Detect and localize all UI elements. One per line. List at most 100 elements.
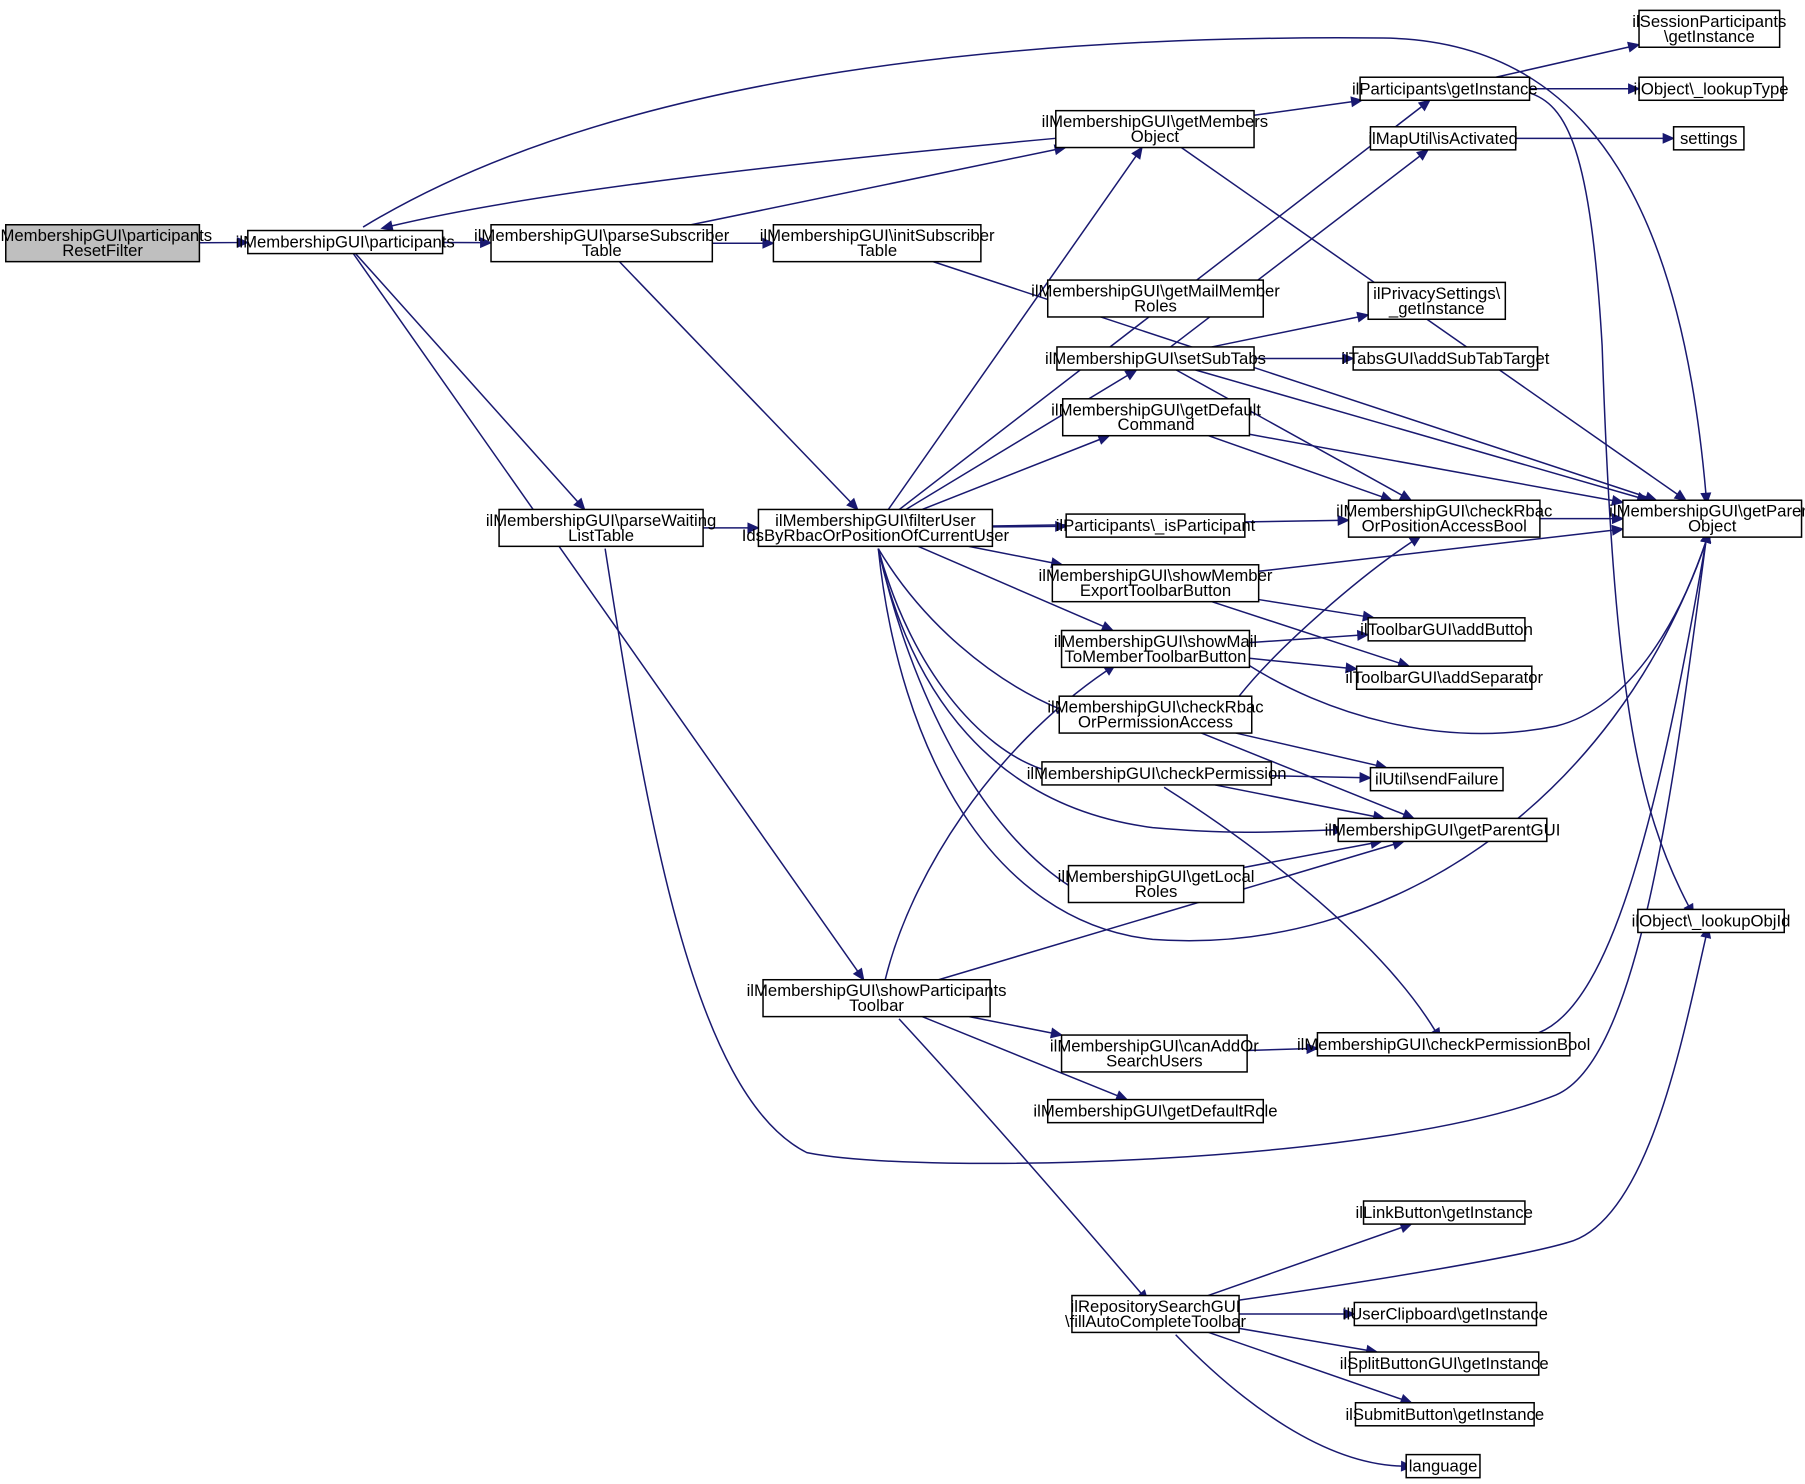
node-linkButton[interactable]: ilLinkButton\getInstance bbox=[1356, 1200, 1533, 1225]
node-setSubTabs[interactable]: ilMembershipGUI\setSubTabs bbox=[1045, 346, 1266, 371]
edge-line bbox=[1195, 369, 1639, 499]
edge-repoSearch-to-linkButton bbox=[1207, 1222, 1413, 1297]
node-label: ilObject\_lookupType bbox=[1634, 79, 1789, 98]
node-box bbox=[1051, 564, 1260, 603]
node-language[interactable]: language bbox=[1405, 1453, 1481, 1479]
node-box bbox=[1352, 346, 1539, 371]
node-lookupObjId[interactable]: ilObject\_lookupObjId bbox=[1632, 908, 1791, 934]
edge-checkPermBool-to-getParentObject bbox=[1538, 530, 1712, 1034]
edge-showMail-to-addButton bbox=[1249, 629, 1370, 644]
node-getParentGUI[interactable]: ilMembershipGUI\getParentGUI bbox=[1325, 817, 1561, 843]
node-label: Object bbox=[1131, 127, 1180, 146]
node-showMail[interactable]: ilMembershipGUI\showMailToMemberToolbarB… bbox=[1054, 629, 1257, 669]
node-checkPermission[interactable]: ilMembershipGUI\checkPermission bbox=[1027, 761, 1287, 786]
node-participants[interactable]: ilMembershipGUI\participants bbox=[236, 229, 455, 255]
node-label: settings bbox=[1680, 129, 1738, 148]
node-label: ilSplitButtonGUI\getInstance bbox=[1340, 1354, 1549, 1373]
node-box bbox=[1058, 695, 1253, 734]
edge-arrowhead bbox=[1306, 1043, 1319, 1055]
node-box bbox=[1672, 126, 1745, 151]
node-label: \getInstance bbox=[1664, 27, 1755, 46]
node-label: ExportToolbarButton bbox=[1080, 581, 1231, 600]
edge-line bbox=[1211, 600, 1400, 664]
node-partGetInstance[interactable]: ilParticipants\getInstance bbox=[1352, 76, 1538, 102]
node-checkRbacPerm[interactable]: ilMembershipGUI\checkRbacOrPermissionAcc… bbox=[1047, 695, 1264, 734]
node-isParticipant[interactable]: ilParticipants\_isParticipant bbox=[1056, 513, 1256, 538]
edge-participants-to-getParentObject bbox=[362, 37, 1712, 506]
edge-line bbox=[1211, 316, 1359, 348]
edge-checkRbacPos-to-getParentObject bbox=[1539, 513, 1625, 525]
node-box bbox=[1060, 629, 1251, 669]
node-label: ilMembershipGUI\showMail bbox=[1054, 632, 1257, 651]
node-label: ilUtil\sendFailure bbox=[1375, 770, 1498, 789]
node-showExport[interactable]: ilMembershipGUI\showMemberExportToolbarB… bbox=[1039, 564, 1273, 603]
edge-line bbox=[1175, 369, 1403, 496]
node-sessionPart[interactable]: ilSessionParticipants\getInstance bbox=[1632, 9, 1786, 49]
edge-line bbox=[1208, 434, 1383, 498]
node-box bbox=[1354, 1401, 1535, 1427]
edge-arrowhead bbox=[1417, 99, 1431, 112]
edge-line bbox=[877, 548, 1334, 833]
node-box bbox=[1369, 126, 1517, 151]
edge-arrowhead bbox=[1611, 494, 1625, 506]
node-sendFailure[interactable]: ilUtil\sendFailure bbox=[1369, 766, 1504, 792]
node-splitButton[interactable]: ilSplitButtonGUI\getInstance bbox=[1340, 1351, 1549, 1376]
node-label: ilToolbarGUI\addButton bbox=[1360, 620, 1533, 639]
edge-line bbox=[905, 374, 1128, 511]
node-checkRbacPos[interactable]: ilMembershipGUI\checkRbacOrPositionAcces… bbox=[1336, 499, 1552, 538]
node-mapUtil[interactable]: ilMapUtil\isActivated bbox=[1368, 126, 1518, 151]
edge-checkRbacPerm-to-getParentGUI bbox=[1201, 732, 1416, 820]
edge-arrowhead bbox=[1343, 1308, 1356, 1320]
node-addButton[interactable]: ilToolbarGUI\addButton bbox=[1360, 617, 1533, 642]
node-label: ilMembershipGUI\showParticipants bbox=[747, 981, 1007, 1000]
node-checkPermBool[interactable]: ilMembershipGUI\checkPermissionBool bbox=[1297, 1031, 1590, 1057]
edge-line bbox=[618, 261, 852, 503]
node-box bbox=[1353, 1301, 1538, 1327]
node-getDefaultRole[interactable]: ilMembershipGUI\getDefaultRole bbox=[1033, 1098, 1278, 1124]
edge-mapUtil-to-settings bbox=[1515, 132, 1676, 144]
node-box bbox=[1046, 1098, 1265, 1124]
node-label: ilMembershipGUI\participants bbox=[0, 226, 212, 245]
node-label: ilMembershipGUI\canAddOr bbox=[1050, 1037, 1259, 1056]
edge-line bbox=[992, 525, 1056, 528]
edge-line bbox=[938, 843, 1395, 981]
node-label: ilMembershipGUI\getParent bbox=[1609, 502, 1805, 521]
node-label: ilParticipants\getInstance bbox=[1352, 79, 1538, 98]
edge-repoSearch-to-userClipboard bbox=[1239, 1308, 1356, 1320]
node-label: ilMembershipGUI\getLocal bbox=[1058, 867, 1255, 886]
edge-line bbox=[362, 37, 1707, 494]
node-box bbox=[490, 224, 714, 263]
node-label: ToMemberToolbarButton bbox=[1065, 647, 1247, 666]
edge-line bbox=[877, 541, 1707, 942]
node-lookupType[interactable]: ilObject\_lookupType bbox=[1634, 76, 1789, 102]
node-userClipboard[interactable]: ilUserClipboard\getInstance bbox=[1343, 1301, 1548, 1327]
node-filterUser[interactable]: ilMembershipGUI\filterUserIdsByRbacOrPos… bbox=[742, 508, 1010, 548]
node-box bbox=[1060, 1034, 1248, 1073]
node-addSeparator[interactable]: ilToolbarGUI\addSeparator bbox=[1345, 665, 1544, 691]
node-privacy[interactable]: ilPrivacySettings\_getInstance bbox=[1367, 281, 1507, 321]
edge-arrowhead bbox=[1700, 492, 1712, 506]
edge-line bbox=[877, 548, 1073, 889]
node-label: ilObject\_lookupObjId bbox=[1632, 911, 1791, 930]
edge-line bbox=[917, 545, 1104, 628]
edge-line bbox=[877, 548, 1045, 771]
node-box bbox=[247, 229, 444, 255]
node-label: ilMembershipGUI\setSubTabs bbox=[1045, 349, 1266, 368]
node-label: ilMembershipGUI\checkRbac bbox=[1336, 502, 1552, 521]
node-settings[interactable]: settings bbox=[1672, 126, 1745, 151]
node-submitButton[interactable]: ilSubmitButton\getInstance bbox=[1345, 1401, 1544, 1427]
edge-arrowhead bbox=[1611, 524, 1625, 536]
node-repoSearch[interactable]: ilRepositorySearchGUI\fillAutoCompleteTo… bbox=[1065, 1294, 1246, 1334]
node-tabsGUI[interactable]: ilTabsGUI\addSubTabTarget bbox=[1341, 346, 1550, 371]
